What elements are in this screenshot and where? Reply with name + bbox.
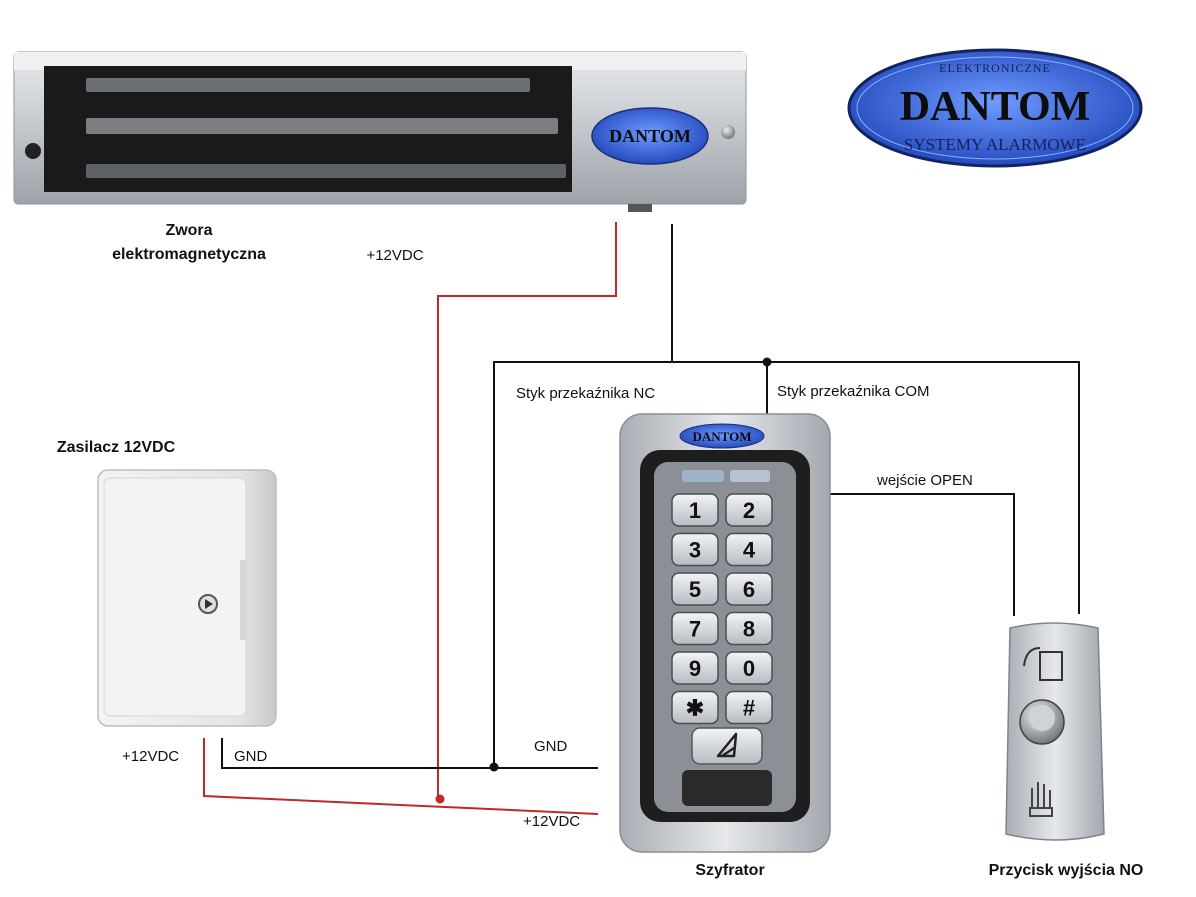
key-8[interactable]	[725, 611, 773, 646]
key-label: 6	[743, 577, 755, 602]
psu-label: Zasilacz 12VDC	[57, 439, 176, 456]
label-open-input: wejście OPEN	[876, 472, 973, 489]
label-psu-gnd: GND	[234, 748, 268, 765]
key-label: 4	[743, 538, 756, 563]
keypad-keys: 1 2 3 4 5 6 7 8 9 0 ✱ #	[671, 493, 773, 725]
key-hash[interactable]	[725, 690, 773, 725]
nc-gnd-wire	[493, 361, 1080, 768]
key-label: 1	[689, 498, 701, 523]
key-4[interactable]	[725, 532, 773, 567]
key-label: 8	[743, 617, 755, 642]
logo-main-text: DANTOM	[900, 84, 1091, 130]
label-keypad-gnd: GND	[534, 738, 568, 755]
arrow-icon	[1023, 647, 1041, 667]
logo-bottom-text: SYSTEMY ALARMOWE	[904, 135, 1086, 154]
bell-icon	[716, 732, 738, 758]
key-1[interactable]	[671, 493, 719, 527]
keypad-logo-text: DANTOM	[693, 429, 752, 444]
key-7[interactable]	[671, 611, 719, 646]
maglock-logo-icon	[591, 107, 709, 165]
label-keypad-plus: +12VDC	[523, 813, 580, 830]
keypad-logo-icon	[679, 423, 765, 449]
logo-top-text: ELEKTRONICZNE	[939, 61, 1051, 75]
open-wire	[822, 493, 1015, 616]
maglock-logo-text: DANTOM	[609, 126, 691, 146]
key-label: 3	[689, 538, 701, 563]
key-label: 7	[689, 617, 701, 642]
key-0[interactable]	[725, 651, 773, 685]
key-label: 2	[743, 498, 755, 523]
maglock-label-2: elektromagnetyczna	[112, 246, 266, 263]
power-supply	[97, 469, 277, 727]
dantom-logo: ELEKTRONICZNE DANTOM SYSTEMY ALARMOWE	[847, 48, 1143, 168]
maglock-label-1: Zwora	[165, 222, 212, 239]
keypad: DANTOM 1 2 3 4 5 6 7 8 9 0 ✱ #	[619, 413, 831, 853]
key-5[interactable]	[671, 572, 719, 606]
gnd-wire	[221, 738, 598, 769]
maglock: DANTOM	[13, 51, 747, 212]
key-label: #	[743, 696, 755, 721]
key-label: ✱	[686, 696, 704, 721]
power-wire-psu	[203, 738, 599, 815]
key-label: 9	[689, 656, 701, 681]
key-label: 0	[743, 656, 755, 681]
key-9[interactable]	[671, 651, 719, 685]
key-3[interactable]	[671, 532, 719, 567]
label-psu-plus: +12VDC	[122, 748, 179, 765]
exit-button	[1005, 622, 1105, 841]
hand-icon	[1029, 782, 1053, 817]
junction-power	[435, 794, 445, 804]
key-star[interactable]	[671, 690, 719, 725]
key-6[interactable]	[725, 572, 773, 606]
keypad-label: Szyfrator	[695, 862, 764, 879]
wires	[203, 222, 1080, 815]
label-maglock-power: +12VDC	[366, 247, 423, 264]
label-relay-nc: Styk przekaźnika NC	[516, 385, 655, 402]
label-relay-com: Styk przekaźnika COM	[777, 383, 930, 400]
key-2[interactable]	[725, 493, 773, 527]
power-wire-maglock	[437, 222, 617, 800]
exit-button-label: Przycisk wyjścia NO	[989, 862, 1144, 879]
junction-gnd	[489, 762, 499, 772]
key-label: 5	[689, 577, 701, 602]
door-icon	[1039, 651, 1063, 681]
